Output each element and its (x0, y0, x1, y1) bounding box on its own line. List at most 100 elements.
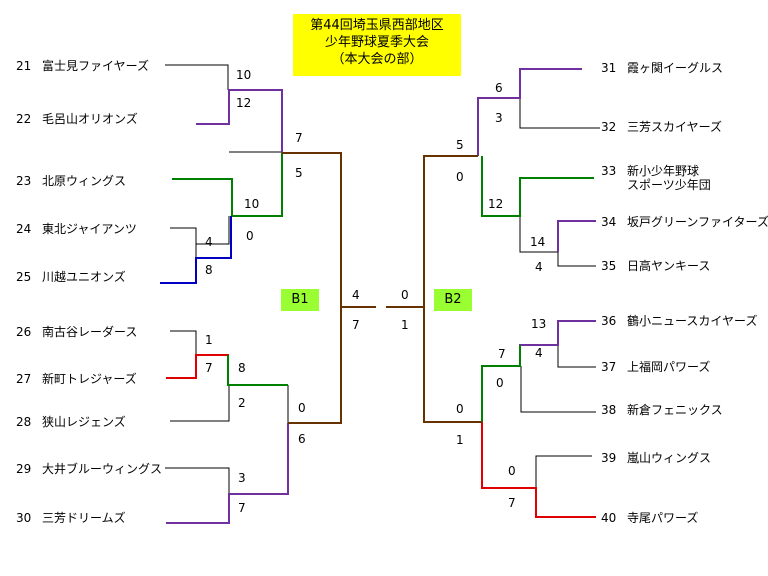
win-line-34 (557, 220, 596, 252)
right-black-lines (519, 98, 600, 488)
team-number: 33 (601, 164, 617, 178)
line-team-35 (557, 238, 596, 267)
team-number: 36 (601, 314, 617, 328)
block-label-b2: B2 (434, 289, 472, 311)
team-number: 30 (16, 511, 32, 525)
score: 0 (496, 376, 504, 390)
team-name: 北原ウィングス (42, 174, 127, 188)
win-line-right-semi-upper (386, 155, 478, 308)
line-team-26 (170, 330, 197, 355)
win-line-23 (172, 153, 283, 217)
team-number: 37 (601, 360, 617, 374)
score: 12 (488, 197, 504, 211)
score: 7 (352, 318, 360, 332)
score: 0 (298, 401, 306, 415)
team-number: 32 (601, 120, 617, 134)
win-line-31 (477, 68, 582, 156)
line-team-39 (535, 455, 592, 488)
score: 3 (238, 471, 246, 485)
title-line-3: （本大会の部） (331, 52, 423, 67)
team-entry-26: 26 南古谷レーダース (16, 325, 137, 339)
score: 4 (352, 288, 360, 302)
score: 1 (401, 318, 409, 332)
line-team-24 (170, 227, 197, 258)
score: 1 (456, 433, 464, 447)
team-entry-27: 27 新町トレジャーズ (16, 372, 137, 386)
score: 0 (401, 288, 409, 302)
line-team-29 (165, 467, 230, 494)
team-name: 新倉フェニックス (627, 403, 723, 417)
team-number: 38 (601, 403, 617, 417)
team-name: 川越ユニオンズ (42, 270, 126, 284)
score: 7 (205, 361, 213, 375)
win-line-27-green (227, 355, 288, 386)
score: 4 (535, 260, 543, 274)
win-line-22 (196, 89, 283, 153)
team-entry-40: 40 寺尾パワーズ (601, 511, 698, 525)
team-number: 27 (16, 372, 32, 386)
team-name: 新町トレジャーズ (42, 372, 137, 386)
team-number: 34 (601, 215, 617, 229)
team-entry-30: 30 三芳ドリームズ (16, 511, 126, 525)
win-line-33 (481, 156, 594, 217)
team-entry-32: 32 三芳スカイヤーズ (601, 120, 722, 134)
score: 4 (535, 346, 543, 360)
line-r2-34-35 (519, 216, 558, 253)
team-number: 26 (16, 325, 32, 339)
team-entry-37: 37 上福岡パワーズ (601, 360, 710, 374)
team-name-line-2: スポーツ少年団 (627, 178, 711, 192)
line-team-28 (170, 386, 230, 422)
score: 0 (246, 229, 254, 243)
score: 0 (456, 402, 464, 416)
win-line-40 (481, 422, 596, 518)
score: 7 (498, 347, 506, 361)
line-team-32 (519, 98, 600, 129)
team-entry-38: 38 新倉フェニックス (601, 403, 723, 417)
team-number: 24 (16, 222, 32, 236)
team-name: 坂戸グリーンファイターズ (627, 215, 768, 229)
team-number: 35 (601, 259, 617, 273)
score: 5 (456, 138, 464, 152)
score: 7 (508, 496, 516, 510)
win-line-36-green (481, 345, 521, 422)
team-number: 40 (601, 511, 617, 525)
team-name: 寺尾パワーズ (627, 511, 699, 525)
win-line-left-semi-upper (282, 152, 376, 308)
score: 0 (508, 464, 516, 478)
team-name: 南古谷レーダース (42, 325, 138, 339)
team-number: 25 (16, 270, 32, 284)
team-number: 21 (16, 59, 32, 73)
team-number: 28 (16, 415, 32, 429)
team-entry-34: 34 坂戸グリーンファイターズ (601, 215, 768, 229)
team-name: 嵐山ウィングス (627, 451, 712, 465)
score: 10 (244, 197, 260, 211)
win-line-25 (160, 216, 232, 284)
team-number: 22 (16, 112, 32, 126)
line-team-38 (520, 366, 596, 413)
team-number: 31 (601, 61, 617, 75)
team-name: 日高ヤンキース (627, 259, 711, 273)
score: 7 (238, 501, 246, 515)
title-line-2: 少年野球夏季大会 (324, 35, 429, 50)
team-name: 三芳スカイヤーズ (627, 120, 723, 134)
score: 3 (495, 111, 503, 125)
team-name: 狭山レジェンズ (42, 415, 126, 429)
line-team-37 (557, 345, 596, 368)
win-line-30 (166, 423, 289, 524)
score: 2 (238, 396, 246, 410)
team-name: 三芳ドリームズ (42, 511, 126, 525)
win-line-left-semi-lower (288, 307, 342, 424)
team-entry-25: 25 川越ユニオンズ (16, 270, 126, 284)
block-label-b1: B1 (281, 289, 319, 311)
score: 5 (295, 166, 303, 180)
team-name: 上福岡パワーズ (627, 360, 711, 374)
score: 6 (495, 81, 503, 95)
score: 12 (236, 96, 252, 110)
score: 13 (531, 317, 547, 331)
team-name: 鶴小ニュースカイヤーズ (627, 314, 758, 328)
